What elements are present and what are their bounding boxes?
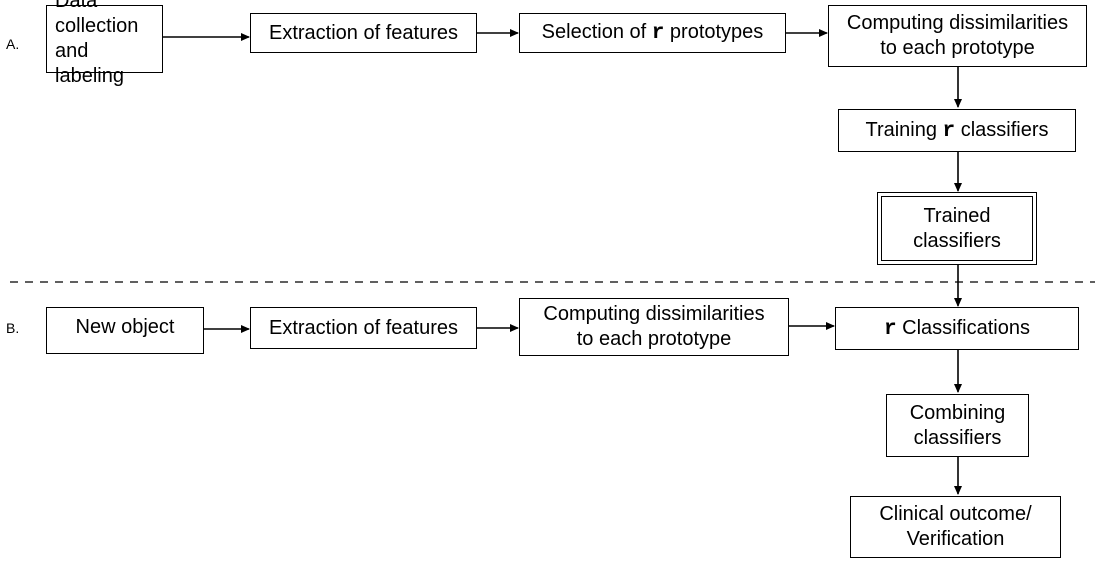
box-selection: Selection of r prototypes xyxy=(519,13,786,53)
classifications-after: Classifications xyxy=(896,316,1030,339)
combining-line1: Combining xyxy=(909,401,1006,424)
trained-line1: Trained xyxy=(923,204,991,227)
computing-a-line1: Computing dissimilarities xyxy=(846,12,1069,34)
selection-after: prototypes xyxy=(664,21,764,43)
computing-b-line2: to each prototype xyxy=(576,328,732,350)
trained-line2: classifiers xyxy=(913,229,1001,252)
box-computing-b: Computing dissimilarities to each protot… xyxy=(519,298,789,356)
training-before: Training xyxy=(865,118,943,141)
training-var: r xyxy=(942,119,956,143)
training-after: classifiers xyxy=(955,118,1049,141)
box-data-collection: Data collection and labeling xyxy=(46,0,163,87)
box-extraction-b: Extraction of features xyxy=(250,307,477,349)
classifications-var: r xyxy=(884,317,897,341)
box-classifications: r Classifications xyxy=(835,307,1079,350)
new-object-label: New object xyxy=(75,316,175,338)
computing-b-line1: Computing dissimilarities xyxy=(543,303,765,325)
box-training: Training r classifiers xyxy=(838,109,1076,152)
outcome-line1: Clinical outcome/ xyxy=(879,503,1032,525)
selection-before: Selection of xyxy=(541,21,652,43)
computing-a-line2: to each prototype xyxy=(880,37,1035,59)
box-new-object: New object xyxy=(46,307,204,354)
box-extraction-a: Extraction of features xyxy=(250,13,477,53)
section-a-label: A. xyxy=(6,36,20,52)
box-clinical-outcome: Clinical outcome/ Verification xyxy=(850,496,1061,558)
selection-var: r xyxy=(651,22,665,45)
combining-line2: classifiers xyxy=(913,426,1002,449)
box-combining: Combining classifiers xyxy=(886,394,1029,457)
extraction-a-label: Extraction of features xyxy=(269,21,458,44)
box-trained-classifiers: Trained classifiers xyxy=(877,192,1037,265)
section-b-label: B. xyxy=(6,320,20,336)
box-computing-a: Computing dissimilarities to each protot… xyxy=(828,5,1087,67)
outcome-line2: Verification xyxy=(906,528,1005,550)
data-collection-line1: Data collection xyxy=(55,0,139,37)
data-collection-line2: and labeling xyxy=(55,40,124,87)
extraction-b-label: Extraction of features xyxy=(269,316,458,339)
